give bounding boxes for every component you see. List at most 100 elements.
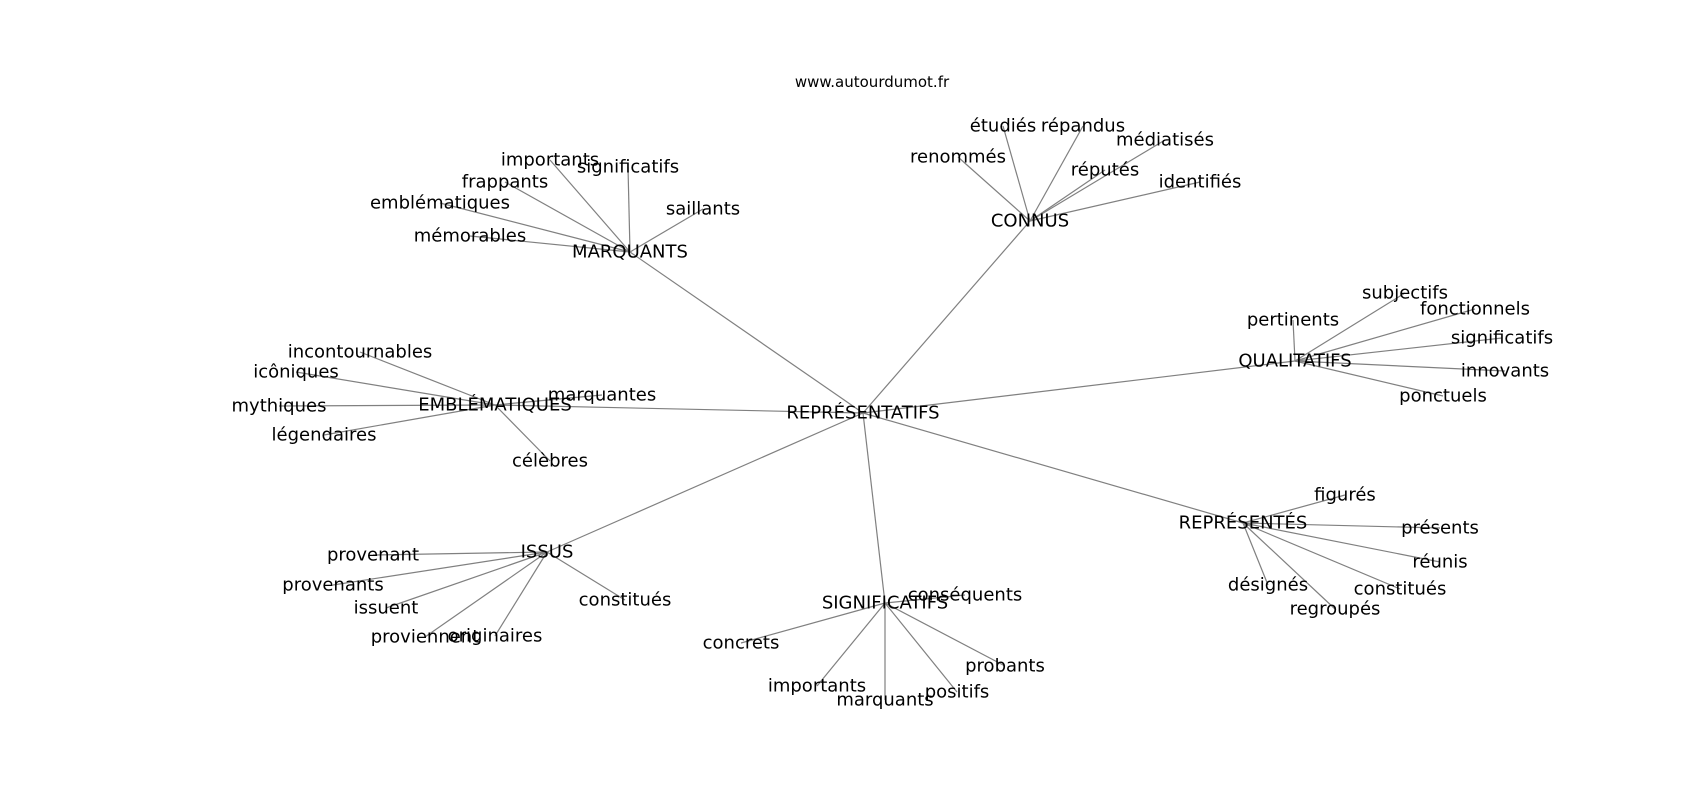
edge-hub-to-leaf — [1242, 522, 1401, 590]
edge-hub-to-leaf — [1294, 337, 1503, 362]
leaf-node-label[interactable]: présents — [1401, 518, 1479, 539]
edge-hub-to-leaf — [740, 602, 886, 644]
hub-node-label[interactable]: QUALITATIFS — [1238, 351, 1351, 372]
hub-node-label[interactable]: REPRÉSENTÉS — [1179, 512, 1308, 534]
leaf-node-label[interactable]: icôniques — [253, 362, 339, 383]
leaf-node-label[interactable]: désignés — [1228, 575, 1308, 596]
edge-hub-to-leaf — [1292, 319, 1296, 362]
leaf-node-label[interactable]: probants — [965, 656, 1045, 677]
labels-layer: REPRÉSENTATIFSMARQUANTSimportantssignifi… — [232, 116, 1554, 711]
leaf-node-label[interactable]: conséquents — [908, 585, 1023, 606]
root-node-label[interactable]: REPRÉSENTATIFS — [786, 402, 939, 424]
edges-layer — [278, 125, 1506, 700]
edge-root-to-hub — [862, 360, 1296, 414]
edge-hub-to-leaf — [627, 166, 631, 253]
leaf-node-label[interactable]: constitués — [579, 590, 672, 611]
edge-root-to-hub — [629, 251, 864, 414]
edge-hub-to-leaf — [1029, 169, 1106, 222]
edge-hub-to-leaf — [469, 235, 631, 253]
edge-root-to-hub — [546, 412, 864, 553]
edge-hub-to-leaf — [1242, 522, 1336, 610]
leaf-node-label[interactable]: frappants — [462, 172, 549, 193]
edge-hub-to-leaf — [549, 159, 631, 253]
hub-node-label[interactable]: CONNUS — [991, 211, 1069, 232]
edge-hub-to-leaf — [1294, 360, 1444, 397]
edge-hub-to-leaf — [359, 351, 496, 406]
leaf-node-label[interactable]: mémorables — [414, 226, 526, 247]
edge-root-to-hub — [862, 412, 886, 604]
edge-hub-to-leaf — [323, 404, 496, 436]
leaf-node-label[interactable]: constitués — [1354, 579, 1447, 600]
edge-hub-to-leaf — [278, 404, 496, 407]
edge-hub-to-leaf — [504, 181, 631, 253]
edge-hub-to-leaf — [1029, 181, 1201, 222]
edge-hub-to-leaf — [1029, 125, 1084, 222]
hub-node-label[interactable]: MARQUANTS — [572, 242, 688, 263]
edge-hub-to-leaf — [1294, 292, 1406, 362]
leaf-node-label[interactable]: réunis — [1412, 552, 1467, 573]
leaf-node-label[interactable]: proviennent — [371, 627, 480, 648]
edge-hub-to-leaf — [1242, 522, 1441, 563]
edge-hub-to-leaf — [884, 602, 1006, 667]
edge-hub-to-leaf — [332, 551, 548, 586]
edge-root-to-hub — [862, 412, 1244, 524]
leaf-node-label[interactable]: provenants — [282, 575, 383, 596]
leaf-node-label[interactable]: marquantes — [548, 385, 656, 406]
leaf-node-label[interactable]: issuent — [354, 598, 419, 619]
leaf-node-label[interactable]: significatifs — [577, 157, 679, 178]
edge-hub-to-leaf — [494, 551, 548, 637]
leaf-node-label[interactable]: positifs — [925, 682, 990, 703]
site-url: www.autourdumot.fr — [794, 73, 950, 91]
leaf-node-label[interactable]: emblématiques — [370, 193, 510, 214]
edge-hub-to-leaf — [884, 594, 966, 604]
leaf-node-label[interactable]: importants — [501, 150, 599, 171]
edge-hub-to-leaf — [295, 371, 496, 406]
leaf-node-label[interactable]: regroupés — [1290, 599, 1381, 620]
leaf-node-label[interactable]: fonctionnels — [1420, 299, 1530, 320]
edge-hub-to-leaf — [1029, 139, 1166, 222]
leaf-node-label[interactable]: saillants — [666, 199, 740, 220]
edge-hub-to-leaf — [816, 602, 886, 687]
leaf-node-label[interactable]: subjectifs — [1362, 283, 1448, 304]
edge-hub-to-leaf — [1002, 125, 1031, 222]
edge-hub-to-leaf — [1242, 522, 1441, 529]
edge-hub-to-leaf — [439, 202, 631, 253]
edge-hub-to-leaf — [372, 551, 548, 556]
edge-hub-to-leaf — [957, 156, 1031, 222]
leaf-node-label[interactable]: marquants — [836, 690, 933, 711]
leaf-node-label[interactable]: renommés — [910, 147, 1006, 168]
edge-hub-to-leaf — [629, 208, 704, 253]
leaf-node-label[interactable]: innovants — [1461, 361, 1549, 382]
leaf-node-label[interactable]: incontournables — [288, 342, 433, 363]
edge-root-to-hub — [862, 220, 1031, 414]
leaf-node-label[interactable]: importants — [768, 676, 866, 697]
leaf-node-label[interactable]: originaires — [448, 626, 543, 647]
edge-hub-to-leaf — [884, 602, 958, 693]
edge-hub-to-leaf — [424, 551, 548, 638]
hub-node-label[interactable]: ISSUS — [521, 542, 574, 563]
edge-root-to-hub — [494, 404, 864, 414]
leaf-node-label[interactable]: identifiés — [1159, 172, 1242, 193]
hub-node-label[interactable]: EMBLÉMATIQUES — [418, 394, 572, 416]
edge-hub-to-leaf — [385, 551, 548, 609]
leaf-node-label[interactable]: étudiés — [970, 116, 1036, 137]
leaf-node-label[interactable]: figurés — [1314, 485, 1376, 506]
edge-hub-to-leaf — [1242, 494, 1346, 524]
leaf-node-label[interactable]: médiatisés — [1116, 130, 1214, 151]
leaf-node-label[interactable]: réputés — [1071, 160, 1139, 181]
hub-node-label[interactable]: SIGNIFICATIFS — [822, 593, 948, 614]
leaf-node-label[interactable]: mythiques — [232, 396, 327, 417]
leaf-node-label[interactable]: pertinents — [1247, 310, 1339, 331]
leaf-node-label[interactable]: répandus — [1041, 116, 1125, 137]
leaf-node-label[interactable]: concrets — [703, 633, 780, 654]
edge-hub-to-leaf — [1294, 360, 1506, 372]
edge-hub-to-leaf — [494, 394, 603, 406]
edge-hub-to-leaf — [546, 551, 626, 601]
leaf-node-label[interactable]: provenant — [327, 545, 419, 566]
edge-hub-to-leaf — [1294, 308, 1476, 362]
leaf-node-label[interactable]: ponctuels — [1399, 386, 1487, 407]
leaf-node-label[interactable]: célèbres — [512, 451, 588, 472]
leaf-node-label[interactable]: légendaires — [272, 425, 377, 446]
leaf-node-label[interactable]: significatifs — [1451, 328, 1553, 349]
